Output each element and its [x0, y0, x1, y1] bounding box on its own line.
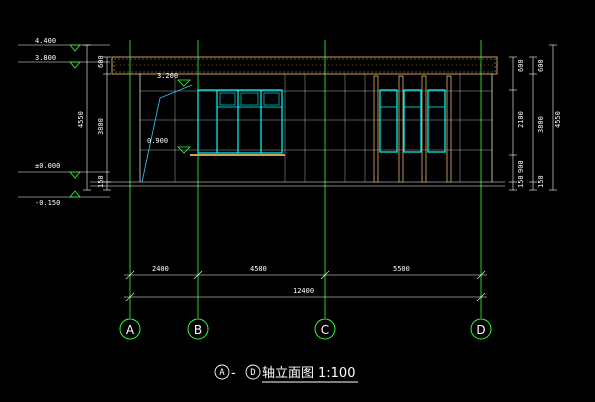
axis-bubble-a: A: [119, 318, 141, 340]
axis-label-c: C: [321, 323, 329, 337]
level-marker-icon: [69, 61, 81, 69]
level-0000: ±0.000: [35, 162, 60, 170]
level-3800: 3.800: [35, 54, 56, 62]
left-dim-150: 150: [97, 175, 105, 188]
title-scale: 1:100: [318, 366, 355, 381]
right-dim-900: 900: [517, 160, 525, 173]
title-text: 轴立面图: [262, 366, 314, 381]
left-dim-3800: 3800: [97, 118, 105, 135]
right-dim-600-b: 600: [537, 59, 545, 72]
wall-outline: [139, 74, 493, 183]
axis-bubble-b: B: [187, 318, 209, 340]
right-dim-3800: 3800: [537, 116, 545, 133]
right-dim-4550: 4550: [554, 111, 562, 128]
drawing-title: A - D 轴立面图 1:100: [214, 364, 358, 383]
wall-grid: [140, 74, 492, 182]
title-dash: -: [231, 366, 236, 381]
right-dim-lines: [509, 44, 557, 191]
right-dim-150-b: 150: [537, 175, 545, 188]
bottom-dim-2400: 2400: [152, 265, 169, 273]
right-dim-150: 150: [517, 175, 525, 188]
left-dim-600: 600: [97, 55, 105, 68]
level-lines: [18, 44, 505, 198]
axis-label-a: A: [126, 323, 135, 337]
axis-label-b: B: [194, 323, 202, 337]
level-0900: 0.900: [147, 137, 168, 145]
roof-slab: [111, 56, 498, 75]
title-from-axis: A: [219, 368, 225, 378]
level-3200: 3.200: [157, 72, 178, 80]
axis-lines: [129, 40, 482, 318]
left-dim-4550: 4550: [77, 111, 85, 128]
level-marker-icon: [177, 146, 191, 154]
bottom-dim-5500: 5500: [393, 265, 410, 273]
level-markers: [69, 44, 191, 198]
level-marker-icon: [69, 171, 81, 179]
left-dim-lines: [83, 44, 111, 191]
right-dim-2100: 2100: [517, 111, 525, 128]
bottom-dim-12400: 12400: [293, 287, 314, 295]
window-group-left: [197, 89, 283, 154]
level-marker-icon: [177, 79, 191, 87]
axis-bubble-d: D: [470, 318, 492, 340]
right-dim-600: 600: [517, 59, 525, 72]
level-minus-0150: -0.150: [35, 199, 60, 207]
bottom-dim-4500: 4500: [250, 265, 267, 273]
axis-label-d: D: [476, 323, 485, 337]
bottom-dim-lines: [124, 270, 487, 302]
level-4400: 4.400: [35, 37, 56, 45]
window-group-right: [379, 89, 446, 153]
title-to-axis: D: [250, 368, 255, 378]
axis-bubble-c: C: [314, 318, 336, 340]
level-marker-icon: [69, 190, 81, 198]
columns: [373, 75, 452, 183]
level-marker-icon: [69, 44, 81, 52]
